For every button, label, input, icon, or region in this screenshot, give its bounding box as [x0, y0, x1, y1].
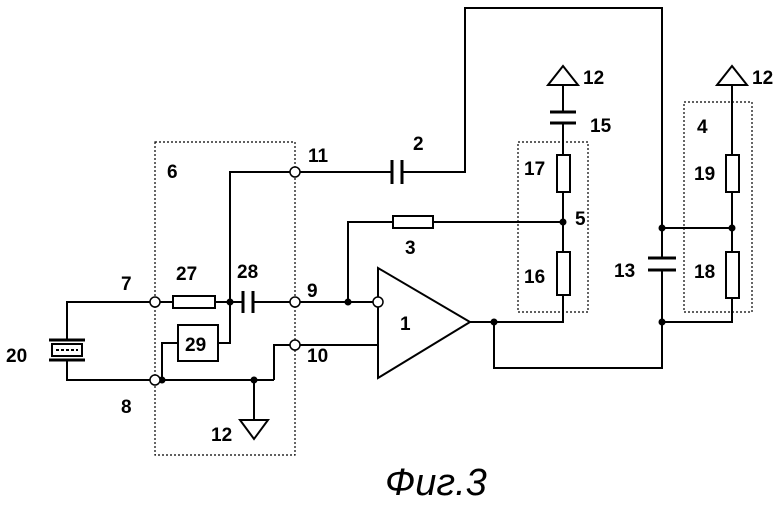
label-cap-15: 15: [590, 116, 612, 137]
capacitor-2: [390, 160, 404, 184]
label-box-4: 4: [697, 117, 708, 138]
label-res-17: 17: [524, 159, 545, 180]
junction-dot: [658, 318, 666, 326]
junction-dot: [490, 318, 498, 326]
label-res-16: 16: [524, 267, 545, 288]
label-cap-13: 13: [614, 261, 635, 282]
supply-triangle-icon: [545, 64, 581, 86]
capacitor-13: [648, 256, 676, 272]
junction-dot: [728, 224, 736, 232]
supply-triangle-icon: [714, 64, 750, 86]
label-box-6: 6: [167, 162, 178, 183]
junction-dot: [226, 298, 234, 306]
label-cap-28: 28: [237, 262, 258, 283]
terminal-11: [289, 166, 301, 178]
resistor-3: [392, 215, 434, 229]
label-term-7: 7: [121, 274, 132, 295]
capacitor-28: [241, 291, 255, 313]
label-cap-2: 2: [413, 134, 424, 155]
resistor-19: [725, 154, 740, 193]
block-29: [177, 324, 219, 362]
wires: [66, 7, 733, 420]
junction-dot: [344, 298, 352, 306]
label-term-10: 10: [307, 346, 328, 367]
label-block-29: 29: [185, 335, 206, 356]
junction-dot: [250, 376, 258, 384]
label-term-9: 9: [307, 281, 318, 302]
label-term-8: 8: [121, 397, 132, 418]
label-crystal-20: 20: [6, 346, 27, 367]
resistor-27: [172, 295, 216, 309]
label-amp-1: 1: [400, 314, 411, 335]
terminal-10: [289, 339, 301, 351]
label-supply-12-right: 12: [752, 68, 773, 89]
resistor-17: [556, 154, 571, 193]
resistor-18: [725, 251, 740, 299]
resistor-16: [556, 251, 571, 296]
box-4-outline: [683, 101, 753, 313]
label-res-27: 27: [176, 264, 197, 285]
junction-dot: [658, 224, 666, 232]
label-ground-12: 12: [211, 425, 232, 446]
label-supply-12: 12: [583, 68, 604, 89]
crystal-20: [49, 338, 85, 362]
capacitor-15: [550, 110, 576, 133]
opamp-1: [372, 266, 472, 380]
label-node-5: 5: [575, 209, 586, 230]
terminal-9: [289, 296, 301, 308]
junction-dot: [559, 218, 567, 226]
figure-caption: Фиг.3: [385, 462, 487, 504]
ground-triangle-icon: [238, 419, 270, 441]
label-res-18: 18: [694, 262, 715, 283]
terminal-7: [149, 296, 161, 308]
label-term-11: 11: [308, 146, 329, 167]
label-res-3: 3: [405, 238, 416, 259]
label-res-19: 19: [694, 164, 715, 185]
terminal-8: [149, 374, 161, 386]
